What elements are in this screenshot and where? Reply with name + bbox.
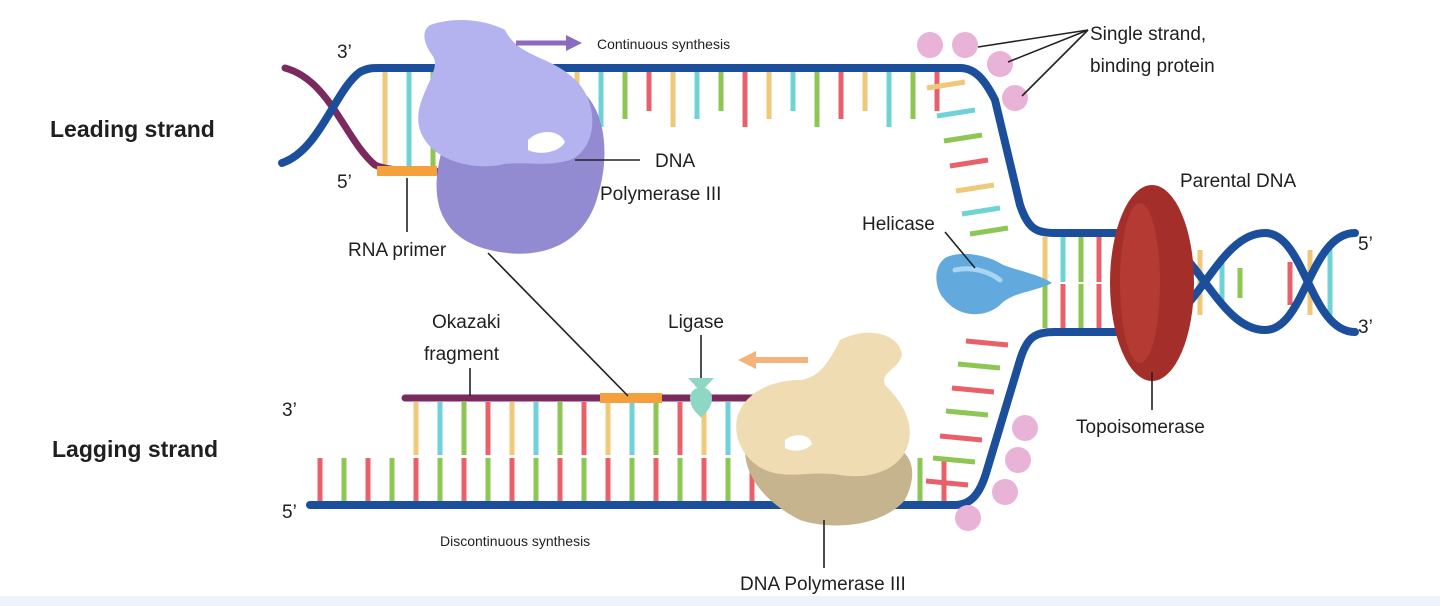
base-rung (932, 455, 976, 465)
base-rung (949, 157, 989, 169)
ligase-enzyme (690, 387, 712, 418)
leading-template-backbone (278, 64, 1144, 237)
okazaki-label-line1: Okazaki (432, 312, 501, 333)
dna-polymerase-leading-label-line2: Polymerase III (600, 184, 721, 205)
continuous-synthesis-arrow (516, 35, 582, 51)
ssb-protein (992, 479, 1018, 505)
ssb-protein (1002, 85, 1028, 111)
ssb-protein (1005, 447, 1031, 473)
base-rung (957, 361, 1001, 371)
topoisomerase-highlight (1120, 203, 1160, 363)
lagging-3prime-label: 3’ (282, 400, 297, 421)
leading-polymerase-upper (418, 20, 593, 167)
base-rung (961, 205, 1001, 217)
lagging-polymerase-pocket (785, 435, 812, 451)
lagging-polymerase-upper (736, 332, 910, 477)
continuous-synthesis-label: Continuous synthesis (597, 36, 730, 52)
base-rung (936, 107, 976, 119)
base-rung (955, 182, 995, 194)
parental-3prime-label: 3’ (1358, 317, 1373, 338)
lagging-strand-label: Lagging strand (52, 436, 218, 462)
base-rung (939, 433, 983, 443)
dna-polymerase-lagging-label: DNA Polymerase III (740, 574, 906, 595)
leading-strand-label: Leading strand (50, 116, 215, 142)
parental-dna-label: Parental DNA (1180, 171, 1296, 192)
parental-base-pairs (1042, 237, 1120, 328)
fork-base-pairs (925, 79, 1009, 488)
base-rung (965, 338, 1009, 348)
helicase-enzyme (936, 253, 1052, 315)
okazaki-label-line2: fragment (424, 344, 500, 365)
ssb-protein (1012, 415, 1038, 441)
parental-5prime-label: 5’ (1358, 234, 1373, 255)
helicase-label: Helicase (862, 214, 935, 235)
ssb-protein (955, 505, 981, 531)
base-rung (926, 79, 966, 91)
rna-primer-lagging (600, 393, 662, 403)
ssb-protein (917, 32, 943, 58)
lagging-5prime-label: 5’ (282, 502, 297, 523)
leading-polymerase-pocket (528, 131, 565, 153)
base-rung (969, 225, 1009, 237)
discontinuous-synthesis-label: Discontinuous synthesis (440, 533, 590, 549)
base-rung (945, 408, 989, 418)
ssb-label-line1: Single strand, (1090, 24, 1206, 45)
base-rung (943, 132, 983, 144)
rna-primer-leading (377, 166, 437, 176)
footer-band (0, 596, 1440, 606)
leading-3prime-label: 3’ (337, 42, 352, 63)
ssb-label-line2: binding protein (1090, 56, 1215, 77)
base-rung (925, 478, 969, 488)
topoisomerase-label: Topoisomerase (1076, 417, 1205, 438)
ssb-protein (987, 51, 1013, 77)
lagging-template-backbone (306, 328, 1144, 509)
lagging-synthesis-arrow (738, 351, 808, 369)
leader-lines (406, 29, 1153, 568)
ligase-cap (688, 378, 714, 392)
base-rung (951, 385, 995, 395)
leading-5prime-label: 5’ (337, 172, 352, 193)
rna-primer-label: RNA primer (348, 240, 447, 261)
helicase-highlight (952, 266, 1003, 283)
ligase-label: Ligase (668, 312, 724, 333)
dna-polymerase-leading-label-line1: DNA (655, 151, 695, 172)
single-strand-binding-proteins (917, 32, 1038, 531)
ssb-protein (952, 32, 978, 58)
